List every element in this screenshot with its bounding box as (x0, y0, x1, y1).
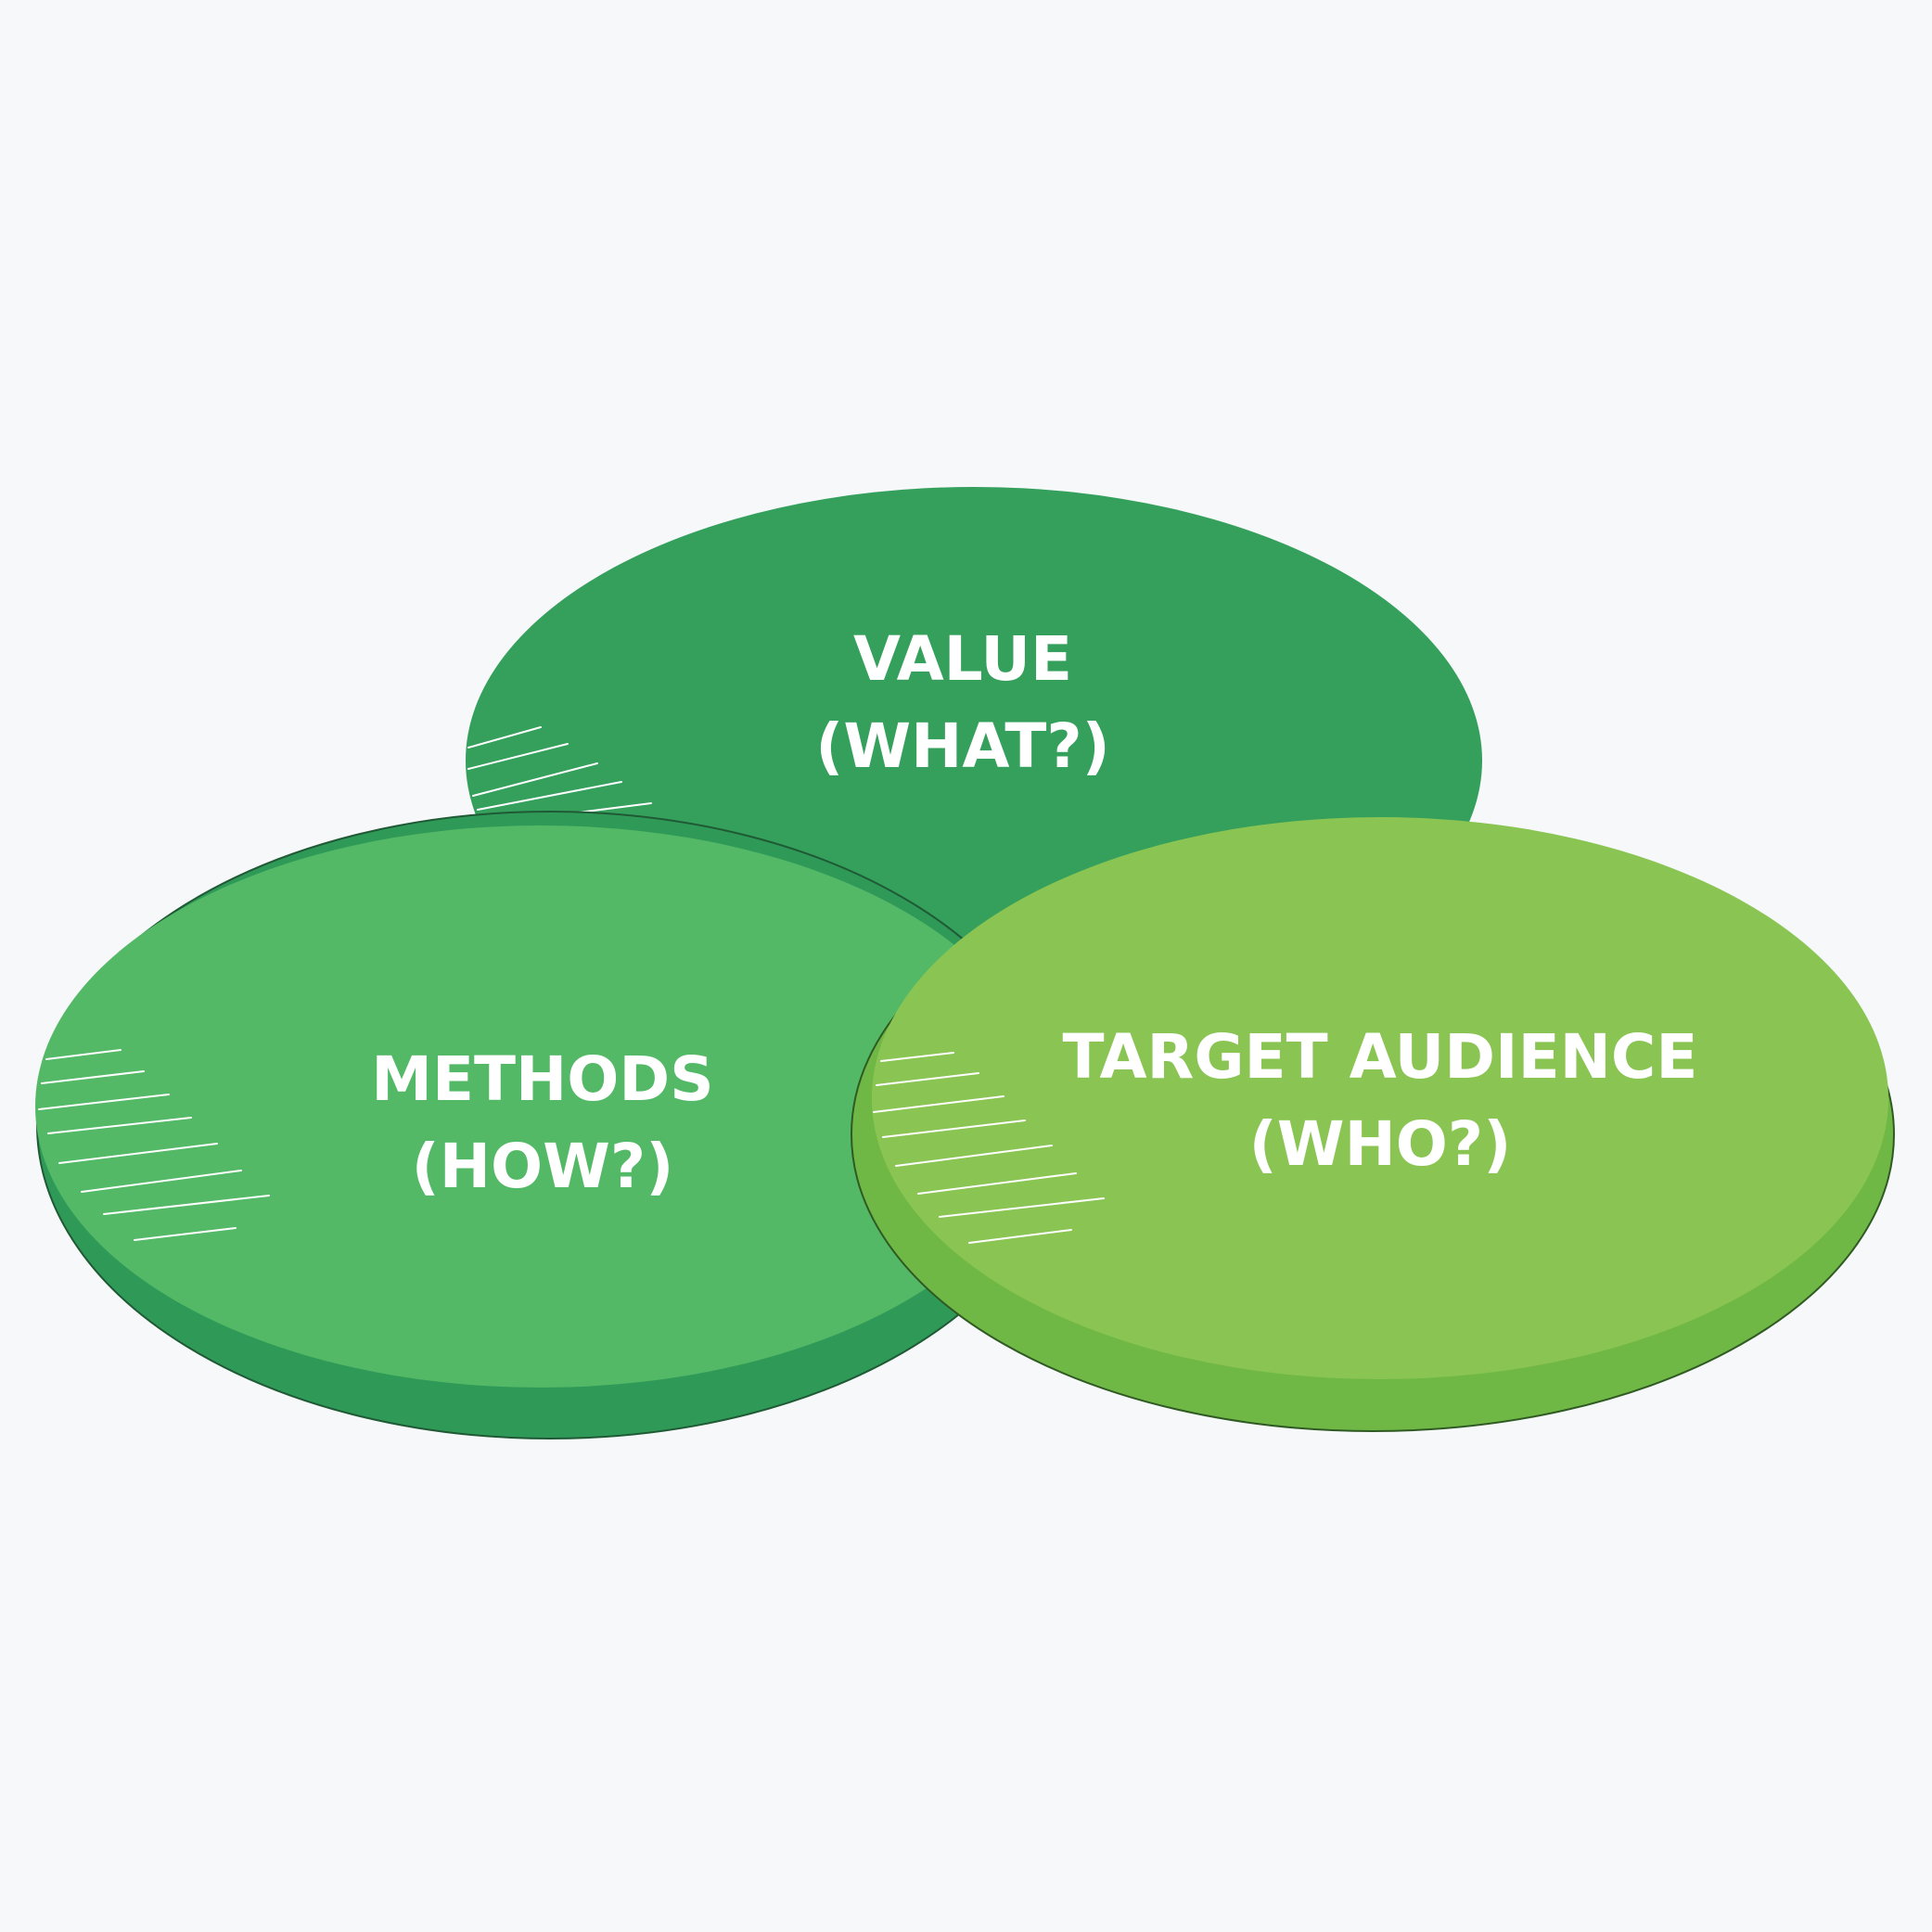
target-audience-subtitle: (WHO?) (1249, 1108, 1512, 1180)
methods-title: METHODS (371, 1043, 713, 1115)
methods-ellipse-top (35, 825, 1046, 1388)
target-audience-ellipse-top (872, 817, 1888, 1379)
value-subtitle: (WHAT?) (815, 710, 1110, 782)
methods-ellipse: METHODS (HOW?) (35, 811, 1064, 1439)
value-title: VALUE (853, 623, 1072, 695)
methods-hatch-lines (38, 1049, 270, 1241)
target-audience-ellipse: TARGET AUDIENCE (WHO?) (851, 817, 1895, 1432)
target-audience-title: TARGET AUDIENCE (1063, 1021, 1698, 1093)
methods-subtitle: (HOW?) (412, 1131, 674, 1202)
target-audience-hatch-lines (873, 1052, 1105, 1244)
